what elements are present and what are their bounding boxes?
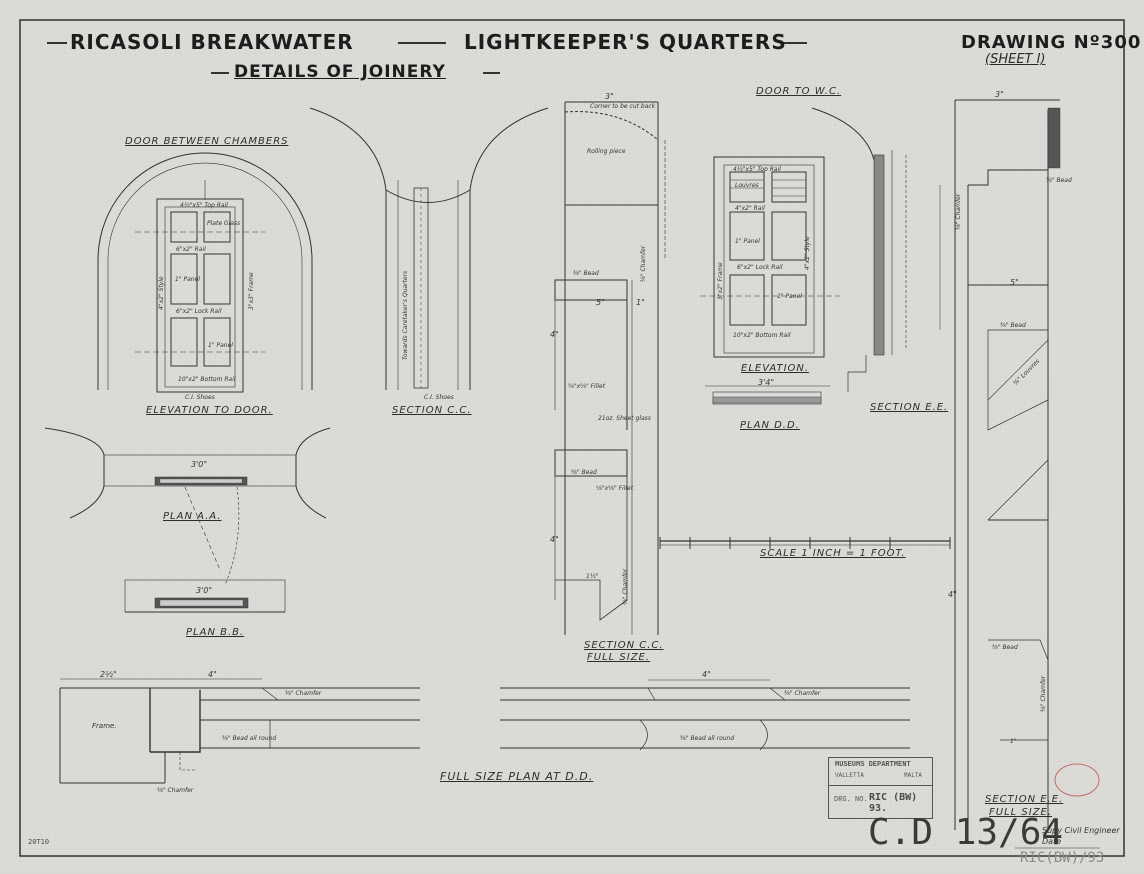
- drawing-subject: LIGHTKEEPER'S QUARTERS: [464, 30, 787, 54]
- handwritten-pencil-ref: RIC(BW)/93: [1020, 850, 1105, 866]
- corner-note: 20T10: [28, 838, 50, 846]
- dim-plan-4-center: 4": [702, 670, 711, 679]
- note-chamfer-lower: ⅜" Chamfer: [622, 568, 629, 605]
- drawing-title: RICASOLI BREAKWATER: [70, 30, 354, 54]
- view-label-full-size-plan: FULL SIZE PLAN AT D.D.: [440, 770, 594, 783]
- view-label-section-cc-full-size: FULL SIZE.: [587, 652, 651, 663]
- note-wc-lock-rail: 6"x2" Lock Rail: [737, 264, 783, 271]
- dim-plan-bb-width: 3'0": [196, 586, 213, 595]
- dim-plan-25: 2½": [100, 670, 117, 679]
- note-wc-bottom-rail: 10"x2" Bottom Rail: [733, 332, 791, 339]
- note-ee-chamfer-2: ⅜" Chamfer: [1040, 675, 1047, 712]
- sheet-number: (SHEET I): [985, 52, 1046, 67]
- view-label-section-cc-full: SECTION C.C.: [584, 640, 664, 651]
- dim-ee-4: 4": [948, 590, 957, 599]
- note-plan-chamfer-2: ⅜" Chamfer: [157, 787, 194, 794]
- note-ee-chamfer: ⅜" Chamfer: [955, 193, 962, 230]
- note-ee-bead-3: ⅜" Bead: [992, 644, 1018, 651]
- note-wc-louvres: Louvres: [735, 182, 759, 189]
- note-plan-chamfer: ⅜" Chamfer: [285, 690, 322, 697]
- view-label-elevation-to-door: ELEVATION TO DOOR.: [146, 405, 273, 416]
- stamp-drg-label: DRG. NO.: [834, 796, 868, 804]
- note-wc-style: 4"x2" Style: [804, 236, 811, 270]
- signature-date: Date: [1042, 837, 1062, 846]
- note-bottom-rail: 10"x2" Bottom Rail: [178, 376, 236, 383]
- note-bead: ⅜" Bead: [573, 270, 599, 277]
- view-label-section-ee-full-size: FULL SIZE.: [989, 807, 1053, 818]
- note-wc-frame: 3"x2" Frame: [717, 262, 724, 300]
- dim-section-4-lower: 4": [550, 535, 559, 544]
- stamp-dept: MUSEUMS DEPARTMENT: [835, 761, 911, 769]
- note-lock-rail: 6"x2" Lock Rail: [176, 308, 222, 315]
- view-label-scale: SCALE 1 INCH = 1 FOOT.: [760, 548, 906, 559]
- dim-section-1: 1": [636, 298, 645, 307]
- note-ee-bead: ⅜" Bead: [1046, 177, 1072, 184]
- note-ee-bead-2: ⅜" Bead: [1000, 322, 1026, 329]
- note-plate-glass: Plate Glass: [207, 220, 241, 227]
- view-label-section-ee-full: SECTION E.E.: [985, 794, 1064, 805]
- note-wc-panel-lower: 1" Panel: [777, 293, 802, 300]
- note-panel: 1" Panel: [175, 276, 200, 283]
- dim-ee-5: 5": [1010, 278, 1019, 287]
- note-chamfer: ⅜" Chamfer: [640, 245, 647, 282]
- dim-plan-aa-width: 3'0": [191, 460, 208, 469]
- museum-stamp: MUSEUMS DEPARTMENT VALLETTA MALTA DRG. N…: [828, 757, 933, 819]
- dim-ee-top: 3": [995, 90, 1004, 99]
- note-bead-lower: ⅜" Bead: [571, 469, 597, 476]
- handwritten-cd-number: C.D 13/64: [868, 812, 1064, 853]
- note-sheet-glass: 21oz. Sheet glass: [598, 415, 651, 422]
- dim-section-top: 3": [605, 92, 614, 101]
- stamp-city: VALLETTA: [835, 772, 864, 779]
- drawing-number: DRAWING Nº300: [961, 32, 1142, 53]
- view-label-elevation: ELEVATION.: [741, 363, 810, 374]
- drawing-subtitle: DETAILS OF JOINERY: [234, 62, 446, 82]
- note-fillet: ⅝"x⅝" Fillet: [568, 383, 606, 390]
- note-frame: 3"x3" Frame: [248, 272, 255, 310]
- note-wc-rail: 4"x2" Rail: [735, 205, 765, 212]
- note-panel-lower: 1" Panel: [208, 342, 233, 349]
- dim-wc-width: 3'4": [758, 378, 775, 387]
- note-plan-chamfer-3: ⅜" Chamfer: [784, 690, 821, 697]
- stamp-header: MUSEUMS DEPARTMENT VALLETTA MALTA: [829, 758, 932, 786]
- view-label-plan-dd: PLAN D.D.: [740, 420, 800, 431]
- note-style: 4"x2" Style: [158, 276, 165, 310]
- note-ci-shoes: C.I. Shoes: [185, 394, 215, 401]
- note-top-rail: 4½"x5" Top Rail: [180, 202, 228, 209]
- stamp-drg-value: RIC (BW) 93.: [869, 792, 918, 814]
- view-label-door-between-chambers: DOOR BETWEEN CHAMBERS: [125, 136, 289, 147]
- dim-section-5: 5": [596, 298, 605, 307]
- note-wc-top-rail: 4½"x5" Top Rail: [733, 166, 781, 173]
- note-fillet-lower: ⅝"x⅝" Fillet: [596, 485, 634, 492]
- dim-section-1-lower: 1½": [586, 573, 599, 580]
- signature-title: Supy Civil Engineer: [1042, 826, 1120, 835]
- note-plan-frame: Frame.: [92, 722, 117, 730]
- note-corner-cut: Corner to be cut back: [590, 103, 656, 110]
- dim-ee-1: 1": [1010, 738, 1017, 745]
- note-rolling-piece: Rolling piece: [587, 148, 626, 155]
- note-ci-shoes-section: C.I. Shoes: [424, 394, 454, 401]
- view-label-plan-bb: PLAN B.B.: [186, 627, 245, 638]
- view-label-plan-aa: PLAN A.A.: [163, 511, 222, 522]
- view-label-section-ee: SECTION E.E.: [870, 402, 949, 413]
- note-wc-panel: 1" Panel: [735, 238, 760, 245]
- note-plan-bead: ⅜" Bead all round: [222, 735, 277, 742]
- note-plan-bead-2: ⅜" Bead all round: [680, 735, 735, 742]
- dim-plan-4: 4": [208, 670, 217, 679]
- view-label-section-cc: SECTION C.C.: [392, 405, 472, 416]
- view-label-door-to-wc: DOOR TO W.C.: [756, 86, 842, 97]
- stamp-country: MALTA: [904, 772, 923, 779]
- note-rail: 6"x2" Rail: [176, 246, 206, 253]
- dim-section-4: 4": [550, 330, 559, 339]
- note-towards-caretaker: Towards Caretaker's Quarters: [402, 270, 409, 360]
